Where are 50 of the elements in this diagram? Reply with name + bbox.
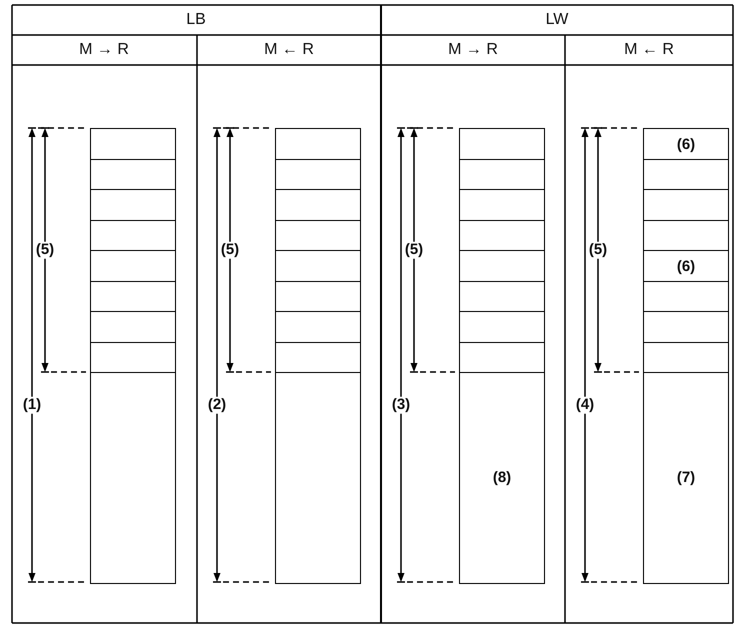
dimension-label: (3): [390, 396, 412, 414]
column-header: M → R: [79, 41, 129, 59]
memory-slot: [459, 158, 545, 190]
memory-slot: [275, 342, 361, 374]
memory-slot: [643, 189, 729, 221]
memory-slot: [275, 250, 361, 282]
memory-slot: [90, 220, 176, 252]
memory-slot: [459, 128, 545, 160]
memory-slot: [90, 128, 176, 160]
memory-slot: [275, 220, 361, 252]
column-header: M ← R: [264, 41, 314, 59]
memory-slot: [643, 220, 729, 252]
memory-slot: [90, 189, 176, 221]
memory-area: (8): [459, 372, 545, 584]
memory-slot: [275, 128, 361, 160]
memory-slot: [459, 342, 545, 374]
memory-slot: [459, 250, 545, 282]
memory-slot: [275, 311, 361, 343]
memory-slot: [459, 311, 545, 343]
memory-slot: [459, 280, 545, 312]
memory-slot: [90, 342, 176, 374]
memory-slot: (6): [643, 250, 729, 282]
dimension-label: (5): [220, 242, 240, 258]
memory-slot: [643, 280, 729, 312]
dimension-label: (5): [404, 242, 424, 258]
column-header: M → R: [448, 41, 498, 59]
memory-slot: [275, 189, 361, 221]
column-header: LB: [186, 11, 206, 29]
memory-slot: [643, 311, 729, 343]
memory-slot: [90, 280, 176, 312]
dimension-label: (1): [22, 396, 42, 414]
dimension-label: (5): [588, 242, 608, 258]
dimension-label: (2): [206, 396, 228, 414]
memory-slot: [643, 158, 729, 190]
column-header: LW: [546, 11, 568, 29]
memory-slot: [643, 342, 729, 374]
dimension-label: (4): [574, 396, 596, 414]
dimension-label: (5): [34, 242, 56, 258]
memory-slot: [275, 280, 361, 312]
memory-slot: [90, 311, 176, 343]
memory-area: [90, 372, 176, 584]
memory-slot: [459, 189, 545, 221]
memory-slot: [90, 158, 176, 190]
memory-slot: [459, 220, 545, 252]
memory-area: [275, 372, 361, 584]
column-header: M ← R: [624, 41, 674, 59]
memory-slot: [275, 158, 361, 190]
memory-slot: [90, 250, 176, 282]
memory-area: (7): [643, 372, 729, 584]
memory-slot: (6): [643, 128, 729, 160]
